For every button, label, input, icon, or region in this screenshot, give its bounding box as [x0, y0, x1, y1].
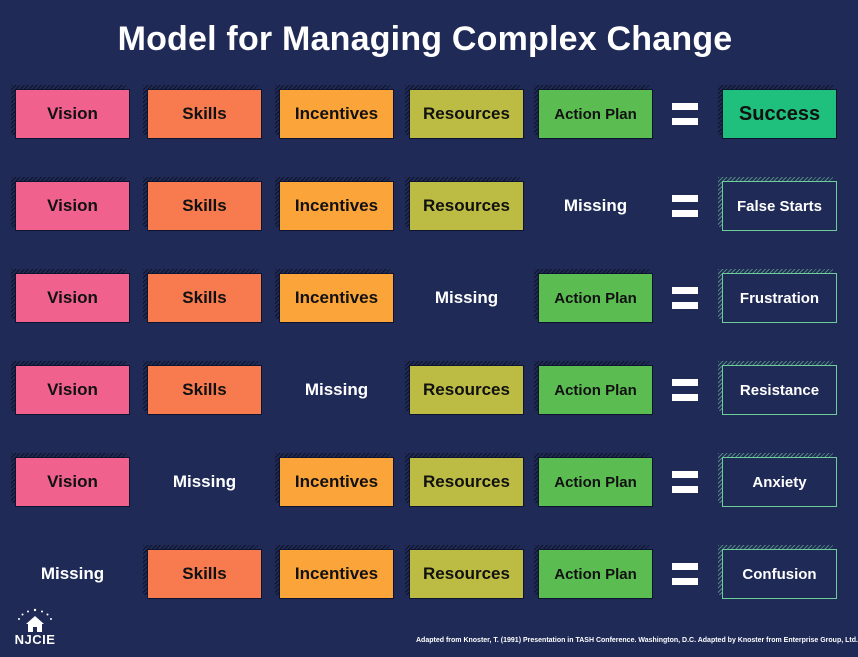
element-box-resources: Resources	[409, 181, 524, 231]
equals-icon	[672, 379, 698, 401]
element-box-vision: Vision	[15, 181, 130, 231]
element-box-action-plan: Action Plan	[538, 89, 653, 139]
schoolhouse-icon	[18, 608, 52, 632]
element-box-resources: Resources	[409, 549, 524, 599]
result-box-anxiety: Anxiety	[722, 457, 837, 507]
element-box-resources: Resources	[409, 457, 524, 507]
citation-footer: Adapted from Knoster, T. (1991) Presenta…	[416, 637, 858, 644]
element-box-action-plan: Action Plan	[538, 273, 653, 323]
result-box-confusion: Confusion	[722, 549, 837, 599]
element-box-vision: Vision	[15, 457, 130, 507]
element-box-resources: Resources	[409, 89, 524, 139]
equals-icon	[672, 287, 698, 309]
element-box-skills: Skills	[147, 89, 262, 139]
element-box-incentives: Incentives	[279, 457, 394, 507]
element-box-incentives: Incentives	[279, 89, 394, 139]
element-box-skills: Skills	[147, 181, 262, 231]
logo-text: NJCIE	[14, 632, 56, 647]
result-box-false-starts: False Starts	[722, 181, 837, 231]
element-box-skills: Skills	[147, 365, 262, 415]
missing-label: Missing	[434, 288, 499, 307]
equals-icon	[672, 563, 698, 585]
result-box-success: Success	[722, 89, 837, 139]
element-box-incentives: Incentives	[279, 549, 394, 599]
element-box-vision: Vision	[15, 89, 130, 139]
element-box-incentives: Incentives	[279, 181, 394, 231]
equals-icon	[672, 195, 698, 217]
result-box-resistance: Resistance	[722, 365, 837, 415]
element-box-action-plan: Action Plan	[538, 365, 653, 415]
njcie-logo: NJCIE	[10, 604, 60, 650]
page-title: Model for Managing Complex Change	[117, 20, 733, 58]
missing-label: Missing	[172, 472, 237, 491]
missing-label: Missing	[563, 196, 628, 215]
element-box-skills: Skills	[147, 549, 262, 599]
result-box-frustration: Frustration	[722, 273, 837, 323]
element-box-vision: Vision	[15, 365, 130, 415]
element-box-incentives: Incentives	[279, 273, 394, 323]
equals-icon	[672, 103, 698, 125]
element-box-action-plan: Action Plan	[538, 549, 653, 599]
element-box-action-plan: Action Plan	[538, 457, 653, 507]
missing-label: Missing	[304, 380, 369, 399]
missing-label: Missing	[40, 564, 105, 583]
element-box-vision: Vision	[15, 273, 130, 323]
element-box-resources: Resources	[409, 365, 524, 415]
equals-icon	[672, 471, 698, 493]
element-box-skills: Skills	[147, 273, 262, 323]
